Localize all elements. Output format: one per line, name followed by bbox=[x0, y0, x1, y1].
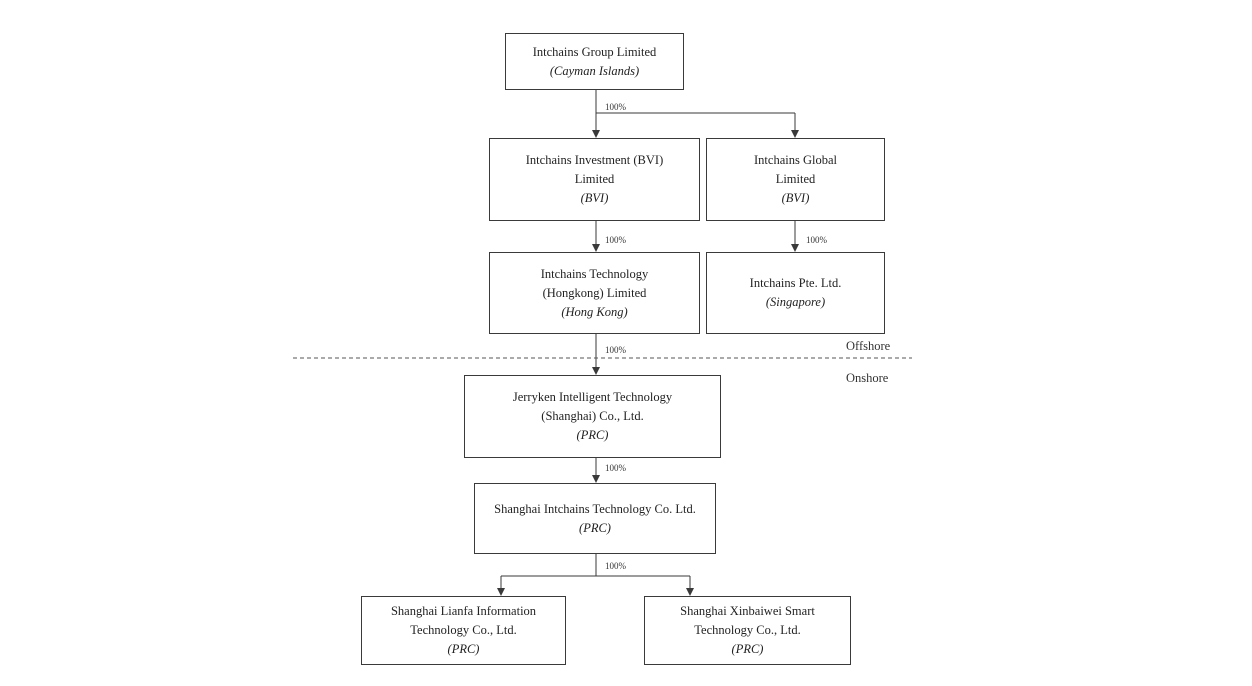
entity-location: (BVI) bbox=[781, 191, 810, 205]
entity-name: Intchains Pte. Ltd. bbox=[749, 276, 842, 290]
entity-box-jerryken: Jerryken Intelligent Technology (Shangha… bbox=[464, 375, 721, 458]
zone-label-onshore: Onshore bbox=[846, 371, 889, 385]
entity-box-bvi-global: Intchains Global Limited (BVI) bbox=[706, 138, 885, 221]
entity-name: Shanghai Xinbaiwei Smart Technology Co.,… bbox=[680, 604, 815, 637]
entity-location: (Cayman Islands) bbox=[549, 63, 640, 78]
entity-location: (BVI) bbox=[580, 191, 609, 205]
entity-name: Intchains Group Limited bbox=[532, 44, 657, 59]
entity-box-bvi-investment: Intchains Investment (BVI) Limited (BVI) bbox=[489, 138, 700, 221]
entity-location: (PRC) bbox=[576, 428, 609, 442]
entity-box-singapore: Intchains Pte. Ltd. (Singapore) bbox=[706, 252, 885, 334]
ownership-label: 100% bbox=[605, 345, 626, 355]
entity-name: Jerryken Intelligent Technology (Shangha… bbox=[512, 390, 673, 423]
entity-name: Shanghai Intchains Technology Co. Ltd. bbox=[494, 501, 696, 516]
entity-box-cayman: Intchains Group Limited (Cayman Islands) bbox=[505, 33, 684, 90]
entity-location: (PRC) bbox=[731, 642, 764, 656]
entity-name: Intchains Investment (BVI) Limited bbox=[525, 153, 664, 186]
entity-box-xinbaiwei: Shanghai Xinbaiwei Smart Technology Co.,… bbox=[644, 596, 851, 665]
entity-location: (Hong Kong) bbox=[561, 304, 628, 319]
ownership-label: 100% bbox=[605, 235, 626, 245]
entity-name: Intchains Technology (Hongkong) Limited bbox=[540, 266, 649, 300]
entity-location: (Singapore) bbox=[765, 295, 826, 309]
entity-name: Shanghai Lianfa Information Technology C… bbox=[390, 604, 537, 637]
ownership-label: 100% bbox=[605, 102, 626, 112]
ownership-label: 100% bbox=[605, 561, 626, 571]
zone-label-offshore: Offshore bbox=[846, 339, 891, 353]
ownership-label: 100% bbox=[605, 463, 626, 473]
entity-name: Intchains Global Limited bbox=[754, 153, 837, 186]
entity-box-lianfa: Shanghai Lianfa Information Technology C… bbox=[361, 596, 566, 665]
entity-box-shanghai-intchains: Shanghai Intchains Technology Co. Ltd. (… bbox=[474, 483, 716, 554]
ownership-label: 100% bbox=[806, 235, 827, 245]
entity-box-hongkong: Intchains Technology (Hongkong) Limited … bbox=[489, 252, 700, 334]
entity-location: (PRC) bbox=[447, 642, 480, 656]
entity-location: (PRC) bbox=[579, 520, 611, 535]
